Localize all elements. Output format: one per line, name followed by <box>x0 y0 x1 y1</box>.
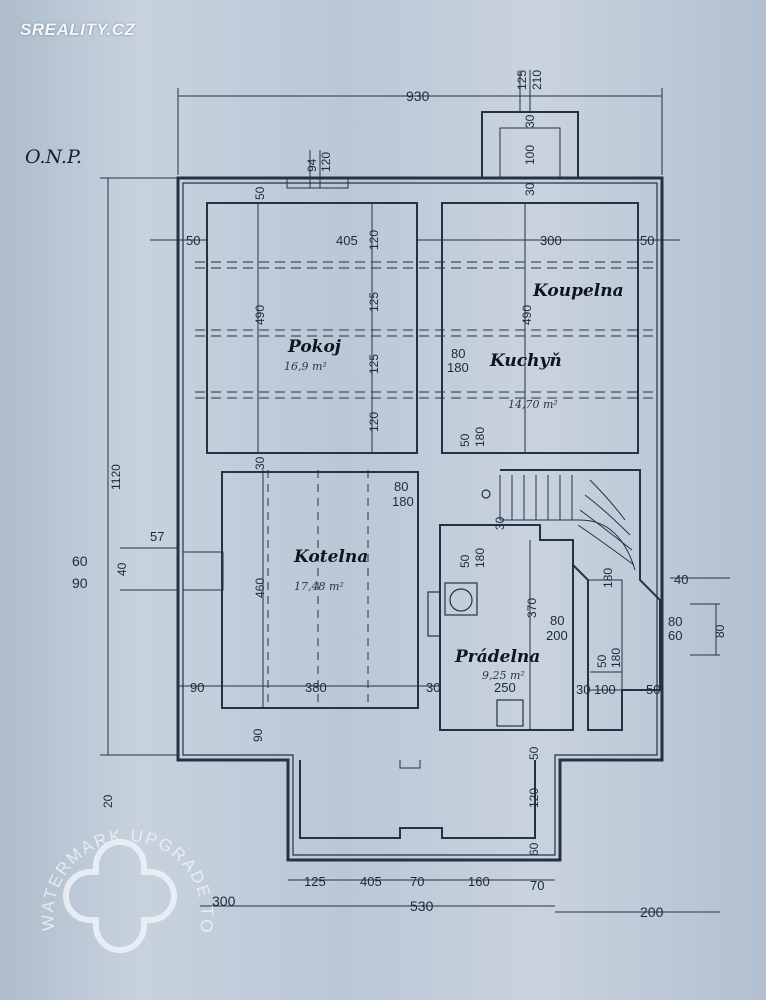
dim-ch30: 30 <box>523 114 537 128</box>
dim-370: 370 <box>525 598 539 618</box>
room-kuchyn-area: 14,70 m² <box>508 398 558 411</box>
beam-lines <box>195 267 655 393</box>
dim-prad-200: 200 <box>546 628 568 643</box>
dim-b-405: 405 <box>360 874 382 889</box>
kuchyn-walls <box>441 202 639 454</box>
dim-kot-30: 30 <box>253 456 267 470</box>
dim-prad-50: 50 <box>646 682 660 697</box>
dim-r-60: 60 <box>668 628 682 643</box>
room-pradelna: Prádelna <box>454 647 540 667</box>
dim-prad-100: 100 <box>594 682 616 697</box>
dim-b-300: 300 <box>212 893 236 909</box>
dim-v-60: 60 <box>527 842 541 856</box>
dim-50-top: 50 <box>253 186 267 200</box>
dim-lines <box>100 88 730 913</box>
dim-mid-50: 50 <box>458 554 472 568</box>
floor-label: O.N.P. <box>25 146 82 168</box>
dim-120a: 120 <box>367 230 381 250</box>
dim-left-50: 50 <box>186 233 200 248</box>
pradelna-walls <box>439 524 574 731</box>
dim-r-80b: 80 <box>713 624 727 638</box>
dim-bot-30: 30 <box>426 680 440 695</box>
room-kotelna: Kotelna <box>293 547 368 567</box>
dim-bot-90: 90 <box>190 680 204 695</box>
dim-60: 60 <box>72 553 88 569</box>
dim-b-70b: 70 <box>530 878 544 893</box>
dim-90: 90 <box>72 575 88 591</box>
dim-bot-380: 380 <box>305 680 327 695</box>
dim-460: 460 <box>253 578 267 598</box>
dim-mid-180: 180 <box>473 548 487 568</box>
dim-prad-80: 80 <box>550 613 564 628</box>
dim-right-50: 50 <box>640 233 654 248</box>
dim-300: 300 <box>540 233 562 248</box>
dim-125a: 125 <box>367 292 381 312</box>
dim-st-180b: 180 <box>609 648 623 668</box>
dim-st-50: 50 <box>595 654 609 668</box>
watermark-cross-icon <box>63 838 177 953</box>
stairs <box>499 475 573 520</box>
dim-door-180: 180 <box>447 360 469 375</box>
dim-v-20: 20 <box>101 794 115 808</box>
pokoj-walls <box>206 202 418 454</box>
dim-40: 40 <box>115 562 129 576</box>
dim-pokoj-490: 490 <box>253 305 267 325</box>
dim-kot-80: 80 <box>394 479 408 494</box>
dim-st-30: 30 <box>493 516 507 530</box>
dim-kot-180: 180 <box>392 494 414 509</box>
room-kuchyn: Kuchyň <box>489 351 562 371</box>
annex-walls <box>299 760 536 839</box>
dim-b-70: 70 <box>410 874 424 889</box>
dim-250: 250 <box>494 680 516 695</box>
dim-930: 930 <box>406 88 430 104</box>
outer-wall <box>176 176 664 862</box>
dim-r-40: 40 <box>674 572 688 587</box>
room-koupelna: Koupelna <box>532 281 624 301</box>
stair-walls <box>500 469 661 731</box>
dim-hall-180: 180 <box>473 427 487 447</box>
dim-120: 120 <box>319 152 333 172</box>
room-kotelna-area: 17,48 m² <box>294 580 344 593</box>
boiler <box>444 582 478 616</box>
dim-prad-30: 30 <box>576 682 590 697</box>
dim-v-90: 90 <box>251 728 265 742</box>
dim-b-160: 160 <box>468 874 490 889</box>
dim-v-50: 50 <box>527 746 541 760</box>
dim-210: 210 <box>530 70 544 90</box>
dim-b-200: 200 <box>640 904 664 920</box>
dim-94: 94 <box>305 158 319 172</box>
dim-v-120: 120 <box>527 788 541 808</box>
dim-1120: 1120 <box>109 464 123 490</box>
dim-door-80: 80 <box>451 346 465 361</box>
dim-st-180: 180 <box>601 568 615 588</box>
dim-b-530: 530 <box>410 898 434 914</box>
outer-wall-inner <box>182 182 658 856</box>
dim-hall-50: 50 <box>458 433 472 447</box>
dim-r-80: 80 <box>668 614 682 629</box>
dim-125b: 125 <box>367 354 381 374</box>
dim-ch100: 100 <box>523 145 537 165</box>
dim-120b: 120 <box>367 412 381 432</box>
sreality-logo: SREALITY.CZ <box>20 20 136 39</box>
dim-b-125: 125 <box>304 874 326 889</box>
dim-405: 405 <box>336 233 358 248</box>
room-pokoj-area: 16,9 m² <box>284 360 327 373</box>
dim-57: 57 <box>150 529 164 544</box>
sink-fixture <box>496 699 524 727</box>
room-pokoj: Pokoj <box>287 337 342 357</box>
room-pradelna-area: 9,25 m² <box>482 669 525 682</box>
dim-kuchyn-490: 490 <box>520 305 534 325</box>
dim-ch30b: 30 <box>523 182 537 196</box>
dim-125: 125 <box>515 70 529 90</box>
